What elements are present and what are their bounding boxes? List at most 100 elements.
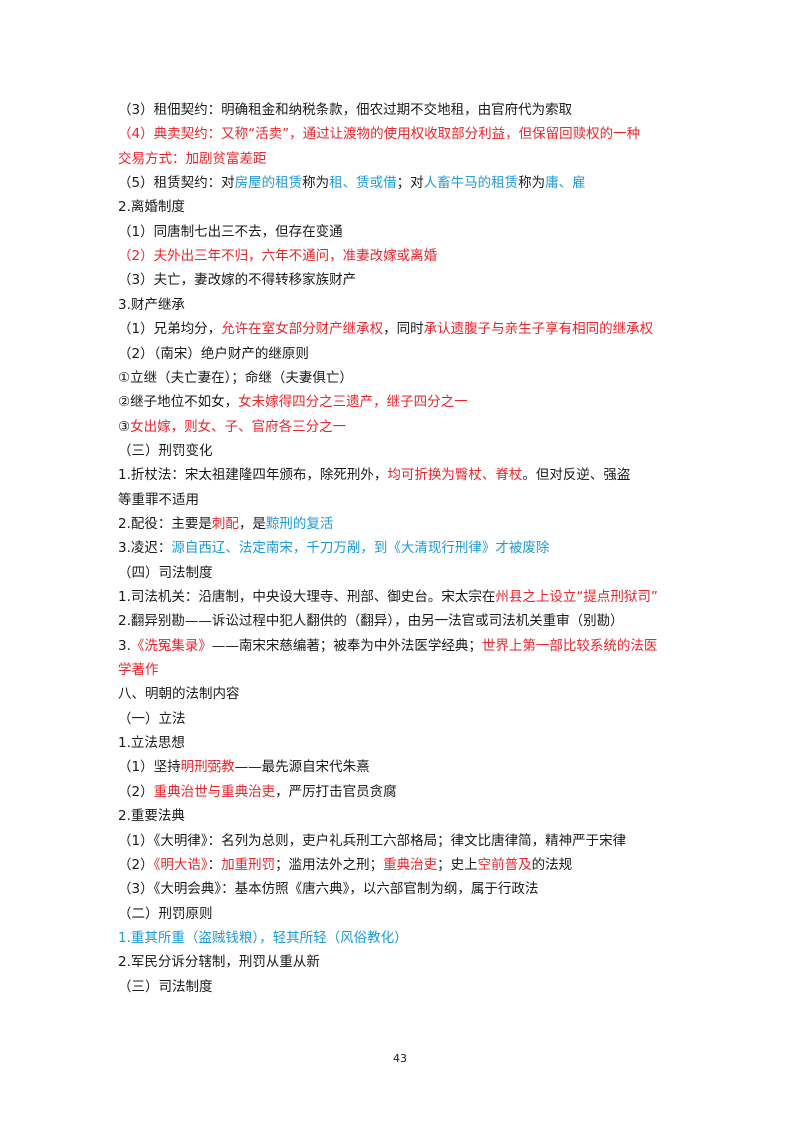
body-text: 2.配役：主要是 — [118, 515, 212, 532]
body-text: （1）同唐制七出三不去，但存在变通 — [118, 223, 343, 240]
page-number: 43 — [393, 1052, 407, 1065]
body-text: 2.重要法典 — [118, 808, 185, 825]
body-text: 1.司法机关：沿唐制，中央设大理寺、刑部、御史台。宋太宗在 — [118, 589, 496, 605]
text-line: ①立继（夫亡妻在）；命继（夫妻俱亡） — [118, 369, 718, 387]
text-line: （1）兄弟均分，允许在室女部分财产继承权，同时承认遗腹子与亲生子享有相同的继承权 — [118, 320, 718, 338]
body-text: 2.离婚制度 — [118, 199, 185, 216]
highlight-red-text: （2）夫外出三年不归，六年不通问，准妻改嫁或离婚 — [118, 248, 438, 265]
text-line: 3.凌迟：源自西辽、法定南宋，千刀万剐，到《大清现行刑律》才被废除 — [118, 539, 718, 557]
text-line: 交易方式：加剧贫富差距 — [118, 150, 718, 168]
text-line: （3）夫亡，妻改嫁的不得转移家族财产 — [118, 271, 718, 289]
body-text: ，同时 — [383, 321, 424, 338]
body-text: （1）《大明律》：名列为总则，吏户礼兵刑工六部格局；律文比唐律简，精神严于宋律 — [118, 832, 627, 849]
highlight-blue-text: 租、赁或借 — [329, 175, 397, 192]
text-line: 八、明朝的法制内容 — [118, 685, 718, 703]
body-text: 1.折杖法：宋太祖建隆四年颁布，除死刑外， — [118, 467, 388, 484]
text-line: 1.重其所重（盗贼钱粮），轻其所轻（风俗教化） — [118, 929, 718, 947]
highlight-red-text: 州县之上设立“提点刑狱司” — [495, 589, 658, 605]
body-text: ③ — [118, 418, 131, 435]
body-text: 称为 — [518, 175, 546, 192]
body-text: ；滥用法外之刑； — [275, 856, 384, 873]
highlight-red-text: 女出嫁，则女、子、官府各三分之一 — [130, 418, 347, 435]
text-line: （2）重典治世与重典治吏，严厉打击官员贪腐 — [118, 783, 718, 801]
highlight-red-text: 《洗冤集录》 — [130, 637, 212, 654]
body-text: ；史上 — [437, 856, 478, 873]
highlight-red-text: 交易方式：加剧贫富差距 — [118, 150, 267, 167]
highlight-blue-text: 源自西辽、法定南宋，千刀万剐，到《大清现行刑律》才被废除 — [171, 540, 550, 557]
text-line: 1.折杖法：宋太祖建隆四年颁布，除死刑外，均可折换为臀杖、脊杖。但对反逆、强盗 — [118, 466, 718, 484]
highlight-red-text: 《明大诰》 — [153, 856, 208, 873]
highlight-red-text: 女未嫁得四分之三遗产，继子四分之一 — [238, 394, 468, 411]
text-line: （二）刑罚原则 — [118, 905, 718, 923]
text-line: ③女出嫁，则女、子、官府各三分之一 — [118, 418, 718, 436]
body-text: （5）租赁契约：对 — [118, 175, 235, 192]
highlight-red-text: 学著作 — [118, 662, 159, 679]
body-text: 3.财产继承 — [118, 296, 185, 313]
body-text: 等重罪不适用 — [118, 491, 199, 508]
highlight-red-text: 重典治世与重典治吏 — [153, 783, 276, 800]
text-line: （1）坚持明刑弼教——最先源自宋代朱熹 — [118, 758, 718, 776]
highlight-blue-text: 黥刑的复活 — [265, 515, 334, 532]
body-text: （2）（南宋）绝户财产的继原则 — [118, 345, 309, 362]
text-line: 学著作 — [118, 661, 718, 679]
highlight-red-text: 空前普及 — [477, 856, 532, 873]
body-text: （三）司法制度 — [118, 978, 213, 995]
body-text: 的法规 — [531, 856, 573, 873]
body-text: （一）立法 — [118, 710, 186, 727]
body-text: 八、明朝的法制内容 — [118, 686, 240, 703]
text-line: 2.配役：主要是刺配，是黥刑的复活 — [118, 515, 718, 533]
body-text: （2） — [118, 783, 154, 800]
highlight-blue-text: 人畜牛马的租赁 — [423, 175, 519, 192]
highlight-blue-text: 庸、雇 — [545, 175, 586, 192]
body-text: ——最先源自宋代朱熹 — [234, 759, 370, 776]
text-line: 3.财产继承 — [118, 296, 718, 314]
text-line: 2.重要法典 — [118, 807, 718, 825]
body-text: 1.立法思想 — [118, 735, 185, 752]
body-text: ②继子地位不如女， — [118, 394, 239, 411]
body-text: 。但对反逆、强盗 — [522, 467, 631, 484]
text-line: （3）《大明会典》：基本仿照《唐六典》，以六部官制为纲，属于行政法 — [118, 880, 718, 898]
text-line: （2）《明大诰》：加重刑罚；滥用法外之刑；重典治吏；史上空前普及的法规 — [118, 856, 718, 874]
text-line: （1）《大明律》：名列为总则，吏户礼兵刑工六部格局；律文比唐律简，精神严于宋律 — [118, 832, 718, 850]
highlight-red-text: 允许在室女部分财产继承权 — [221, 321, 384, 338]
text-line: （4）典卖契约：又称“活卖”，通过让渡物的使用权收取部分利益，但保留回赎权的一种 — [118, 125, 718, 143]
body-text: ①立继（夫亡妻在）；命继（夫妻俱亡） — [118, 369, 353, 386]
body-text: （3）夫亡，妻改嫁的不得转移家族财产 — [118, 272, 357, 289]
text-line: ②继子地位不如女，女未嫁得四分之三遗产，继子四分之一 — [118, 393, 718, 411]
text-line: （三）刑罚变化 — [118, 442, 718, 460]
text-line: （2）夫外出三年不归，六年不通问，准妻改嫁或离婚 — [118, 247, 718, 265]
text-line: 2.离婚制度 — [118, 198, 718, 216]
body-text: （四）司法制度 — [118, 564, 213, 581]
body-text: ；对 — [396, 175, 424, 192]
body-text: 3.凌迟： — [118, 540, 172, 557]
body-text: ，严厉打击官员贪腐 — [275, 783, 397, 800]
highlight-red-text: 承认遗腹子与亲生子享有相同的继承权 — [423, 321, 654, 338]
text-line: 1.司法机关：沿唐制，中央设大理寺、刑部、御史台。宋太宗在州县之上设立“提点刑狱… — [118, 588, 718, 606]
highlight-blue-text: 1.重其所重（盗贼钱粮），轻其所轻（风俗教化） — [118, 929, 408, 946]
text-line: 2.军民分诉分辖制，刑罚从重从新 — [118, 953, 718, 971]
text-line: （5）租赁契约：对房屋的租赁称为租、赁或借；对人畜牛马的租赁称为庸、雇 — [118, 174, 718, 192]
body-text: ，是 — [238, 515, 266, 532]
body-text: 称为 — [302, 175, 330, 192]
body-text: 2.军民分诉分辖制，刑罚从重从新 — [118, 954, 320, 971]
highlight-blue-text: 房屋的租赁 — [234, 175, 303, 192]
text-line: 2.翻异别勘——诉讼过程中犯人翻供的（翻异），由另一法官或司法机关重审（别勘） — [118, 612, 718, 630]
highlight-red-text: 均可折换为臀杖、脊杖 — [387, 467, 523, 484]
body-text: ——南宋宋慈编著；被奉为中外法医学经典； — [211, 637, 482, 654]
body-text: （三）刑罚变化 — [118, 442, 213, 459]
body-text: 2.翻异别勘——诉讼过程中犯人翻供的（翻异），由另一法官或司法机关重审（别勘） — [118, 613, 624, 630]
text-line: （2）（南宋）绝户财产的继原则 — [118, 345, 718, 363]
text-line: （四）司法制度 — [118, 564, 718, 582]
text-line: （1）同唐制七出三不去，但存在变通 — [118, 223, 718, 241]
body-text: ： — [207, 856, 222, 873]
highlight-red-text: 加重刑罚 — [221, 856, 276, 873]
text-line: （一）立法 — [118, 710, 718, 728]
highlight-red-text: 重典治吏 — [383, 856, 438, 873]
highlight-red-text: 世界上第一部比较系统的法医 — [481, 637, 658, 654]
body-text: （3）租佃契约：明确租金和纳税条款，佃农过期不交地租，由官府代为索取 — [118, 102, 573, 118]
text-line: 1.立法思想 — [118, 734, 718, 752]
body-text: 3. — [118, 637, 131, 654]
body-text: （3）《大明会典》：基本仿照《唐六典》，以六部官制为纲，属于行政法 — [118, 881, 539, 898]
text-line: （三）司法制度 — [118, 978, 718, 996]
